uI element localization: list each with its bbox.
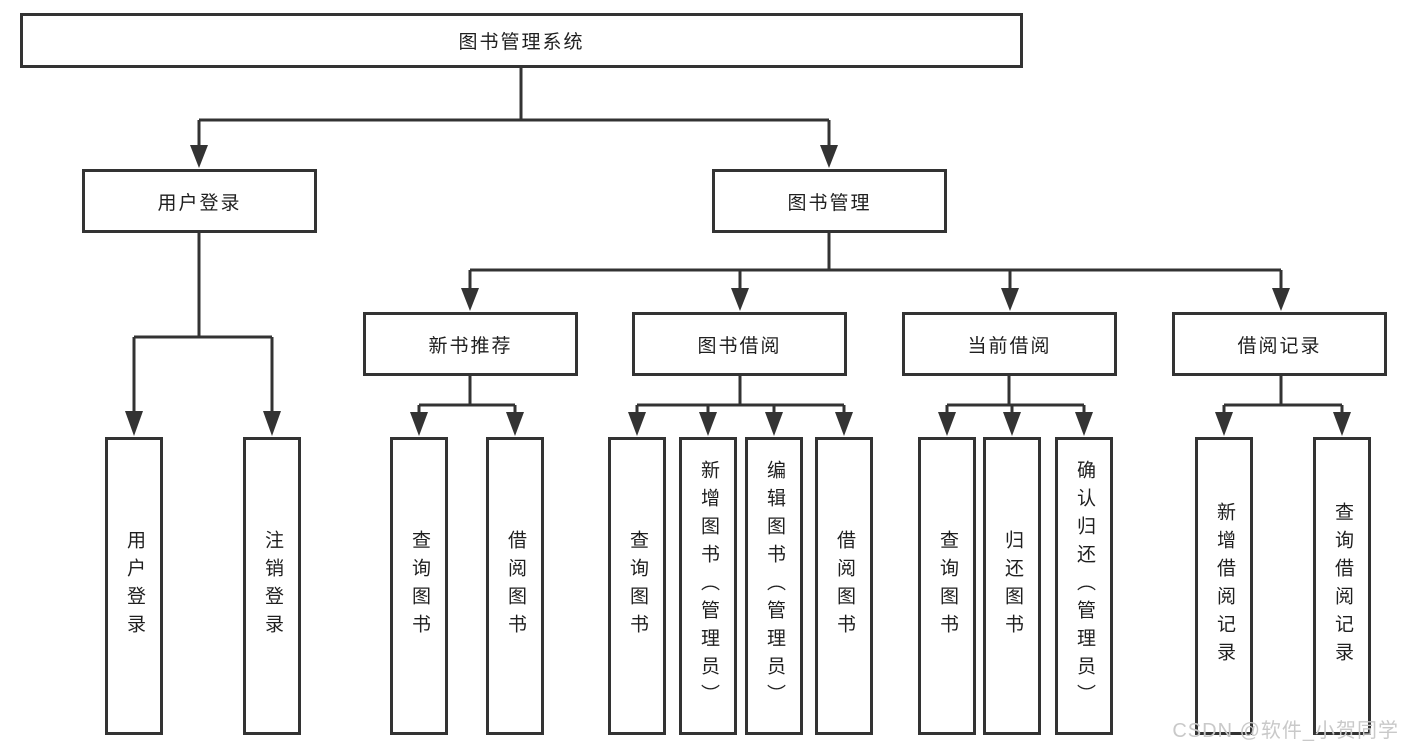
node-book-management: 图书管理 bbox=[712, 169, 947, 233]
leaf-current-return-books: 归还图书 bbox=[983, 437, 1041, 735]
connector-level3-to-leaves bbox=[417, 376, 1344, 414]
leaf-borrowing-edit-books-admin: 编辑图书（管理员） bbox=[745, 437, 803, 735]
leaf-records-query-record: 查询借阅记录 bbox=[1313, 437, 1371, 735]
arrowheads-level3 bbox=[461, 288, 1290, 311]
leaf-current-query-books: 查询图书 bbox=[918, 437, 976, 735]
node-book-borrowing: 图书借阅 bbox=[632, 312, 847, 376]
leaf-recommend-borrow-books: 借阅图书 bbox=[486, 437, 544, 735]
node-current-borrowing: 当前借阅 bbox=[902, 312, 1117, 376]
arrowheads-user-login-leaves bbox=[125, 411, 281, 436]
arrowheads-leaves bbox=[410, 412, 1351, 436]
node-root-library-management-system: 图书管理系统 bbox=[20, 13, 1023, 68]
leaf-borrowing-query-books: 查询图书 bbox=[608, 437, 666, 735]
node-user-login: 用户登录 bbox=[82, 169, 317, 233]
csdn-watermark: CSDN @软件_小贺同学 bbox=[1172, 720, 1399, 742]
leaf-records-add-record: 新增借阅记录 bbox=[1195, 437, 1253, 735]
leaf-logout: 注销登录 bbox=[243, 437, 301, 735]
leaf-borrowing-add-books-admin: 新增图书（管理员） bbox=[679, 437, 737, 735]
leaf-current-confirm-return-admin: 确认归还（管理员） bbox=[1055, 437, 1113, 735]
leaf-recommend-query-books: 查询图书 bbox=[390, 437, 448, 735]
connector-book-management-to-level3 bbox=[468, 233, 1283, 290]
connector-user-login-to-leaves bbox=[132, 233, 274, 414]
leaf-borrowing-borrow-books: 借阅图书 bbox=[815, 437, 873, 735]
leaf-user-login: 用户登录 bbox=[105, 437, 163, 735]
arrowheads-level2 bbox=[190, 145, 838, 168]
connector-root-to-level2 bbox=[197, 68, 831, 149]
node-new-book-recommend: 新书推荐 bbox=[363, 312, 578, 376]
node-borrowing-records: 借阅记录 bbox=[1172, 312, 1387, 376]
